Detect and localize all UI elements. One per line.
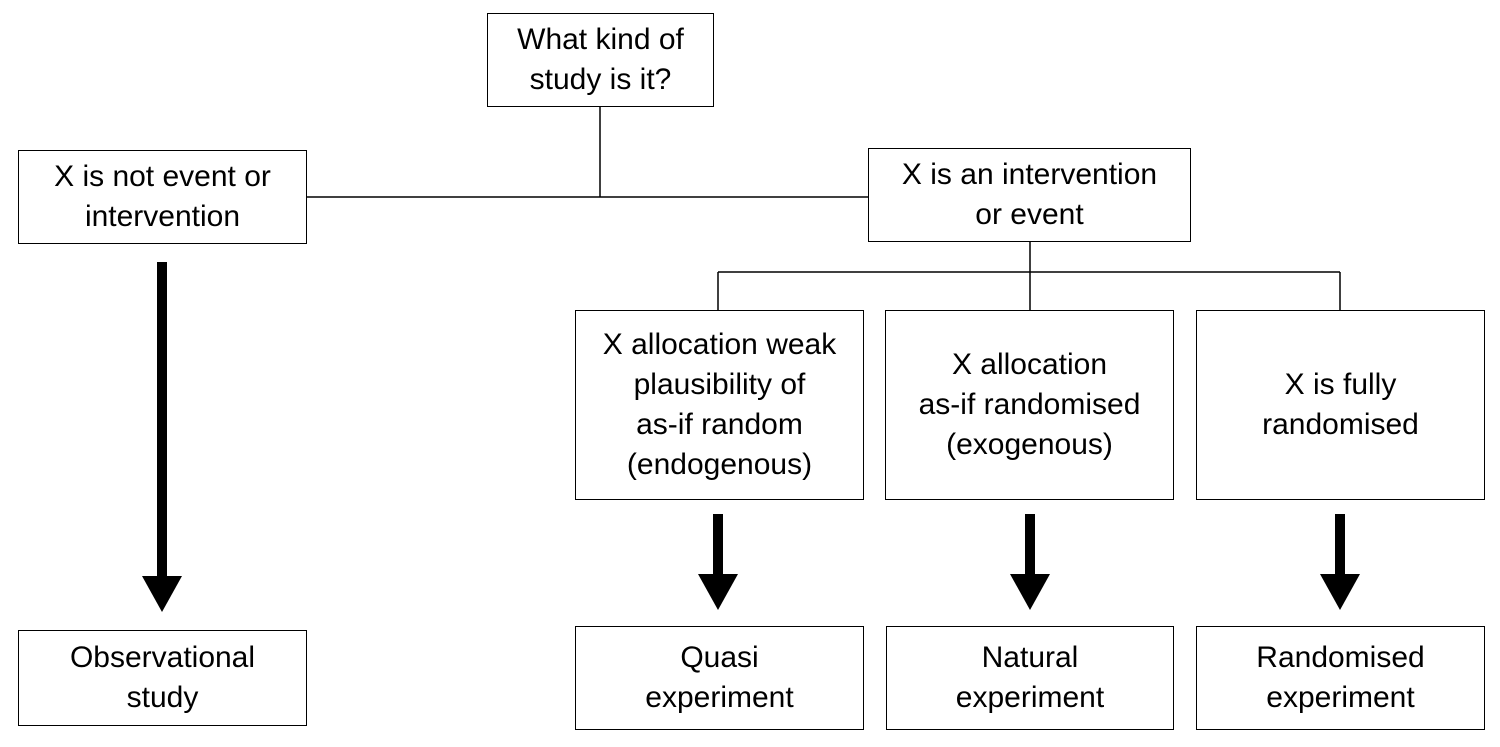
randomised-experiment-box: Randomised experiment bbox=[1196, 626, 1485, 730]
weak-plausibility-box: X allocation weak plausibility of as-if … bbox=[575, 310, 864, 500]
as-if-randomised-box: X allocation as-if randomised (exogenous… bbox=[885, 310, 1174, 500]
intervention-box: X is an intervention or event bbox=[868, 148, 1191, 242]
not-intervention-label: X is not event or intervention bbox=[54, 160, 271, 233]
as-if-randomised-label: X allocation as-if randomised (exogenous… bbox=[918, 348, 1141, 461]
root-question-label: What kind of study is it? bbox=[517, 23, 684, 96]
arrow-to-randomised bbox=[1320, 514, 1360, 610]
quasi-experiment-box: Quasi experiment bbox=[575, 626, 864, 730]
natural-experiment-label: Natural experiment bbox=[955, 641, 1105, 714]
observational-study-box: Observational study bbox=[18, 630, 307, 726]
natural-experiment-box: Natural experiment bbox=[886, 626, 1174, 730]
randomised-experiment-label: Randomised experiment bbox=[1256, 641, 1425, 714]
intervention-label: X is an intervention or event bbox=[901, 158, 1158, 231]
root-question-box: What kind of study is it? bbox=[487, 13, 714, 107]
not-intervention-box: X is not event or intervention bbox=[18, 150, 307, 244]
fully-randomised-label: X is fully randomised bbox=[1262, 368, 1419, 441]
weak-plausibility-label: X allocation weak plausibility of as-if … bbox=[602, 328, 837, 481]
quasi-experiment-label: Quasi experiment bbox=[645, 641, 794, 714]
observational-study-label: Observational study bbox=[69, 641, 256, 714]
arrow-to-quasi bbox=[698, 514, 738, 610]
arrow-to-natural bbox=[1010, 514, 1050, 610]
fully-randomised-box: X is fully randomised bbox=[1196, 310, 1485, 500]
arrow-to-observational bbox=[142, 262, 182, 612]
